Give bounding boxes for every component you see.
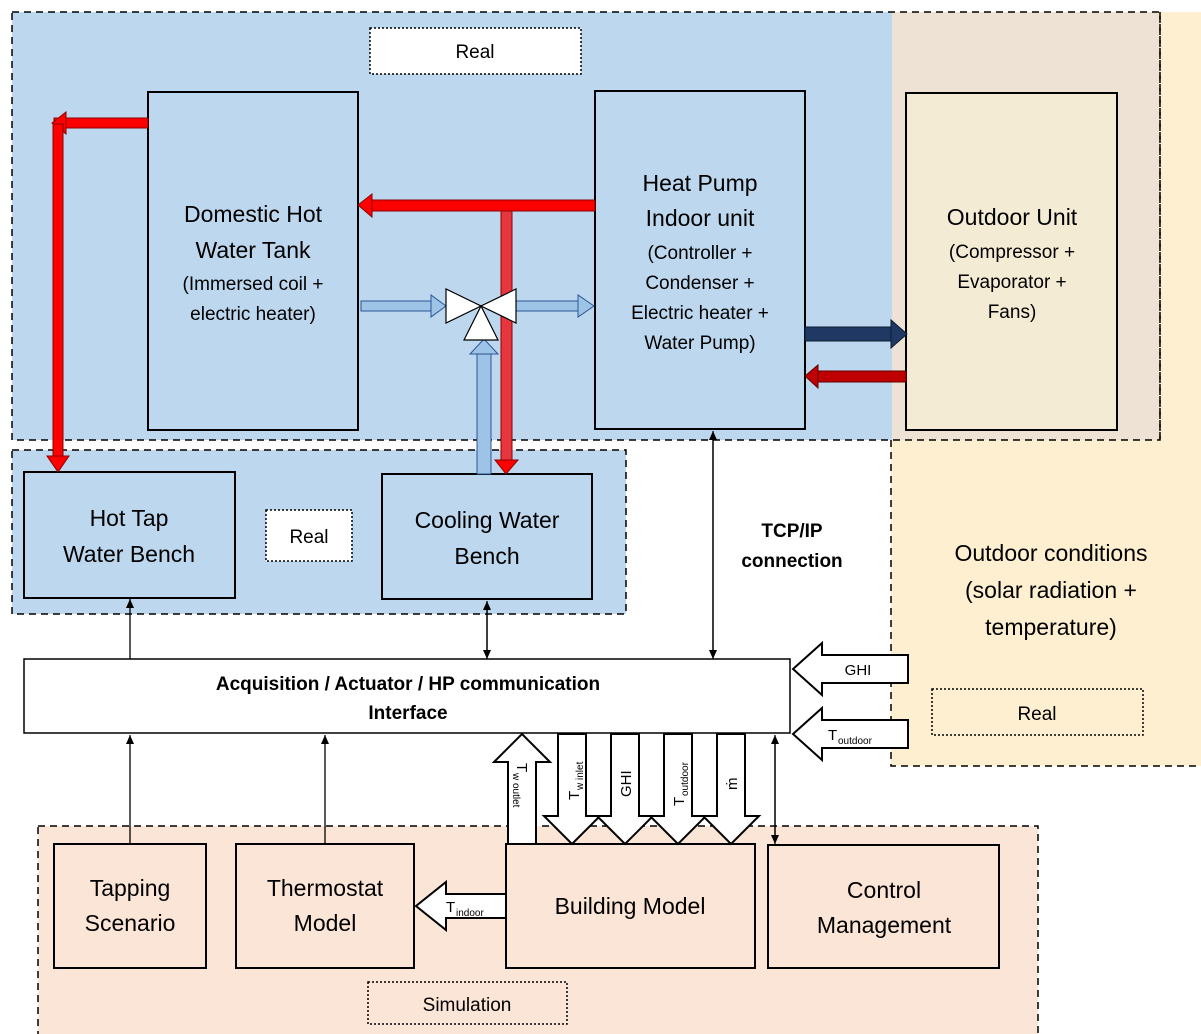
building-model-block: Building Model [505,843,756,969]
svg-text:connection: connection [741,551,842,572]
svg-text:ṁ: ṁ [724,778,741,791]
t-indoor-arrow: T indoor [414,879,507,933]
svg-text:Control: Control [847,877,921,903]
outdoor-conditions-label: Outdoor conditions (solar radiation + te… [954,540,1147,640]
svg-text:Thermostat: Thermostat [267,875,384,901]
ghi-output-arrow: GHI [594,733,656,846]
svg-text:(Immersed coil +: (Immersed coil + [183,274,324,295]
svg-text:(Compressor +: (Compressor + [949,242,1075,263]
svg-text:T: T [446,899,455,916]
svg-text:Scenario: Scenario [85,910,176,936]
dhw-tank-block: Domestic Hot Water Tank (Immersed coil +… [147,91,359,431]
svg-text:Simulation: Simulation [423,995,512,1016]
outdoor-unit-block: Outdoor Unit (Compressor + Evaporator + … [905,92,1118,431]
svg-text:Real: Real [289,527,328,548]
signal-lines [126,431,779,844]
svg-text:Water Pump): Water Pump) [644,333,755,354]
t-w-inlet-arrow: T w inlet [541,733,603,846]
tapping-scenario-block: Tapping Scenario [53,843,207,969]
svg-text:w inlet: w inlet [575,761,586,791]
real-outdoor-tag: Real [931,688,1144,736]
refrigerant-pipe [804,318,908,350]
svg-text:temperature): temperature) [985,614,1117,640]
svg-text:indoor: indoor [456,908,484,919]
real-top-tag: Real [369,27,582,75]
svg-text:Cooling Water: Cooling Water [415,507,560,533]
svg-text:Hot Tap: Hot Tap [90,505,169,531]
tcp-ip-label: TCP/IP connection [741,521,842,572]
hot-water-pipes [46,110,907,475]
svg-text:Acquisition / Actuator / HP co: Acquisition / Actuator / HP communicatio… [216,674,600,695]
hot-tap-water-bench-block: Hot Tap Water Bench [23,471,236,599]
svg-text:GHI: GHI [845,662,872,679]
svg-text:T: T [513,763,530,772]
svg-text:Model: Model [294,910,357,936]
m-dot-arrow: ṁ [700,733,762,846]
svg-text:Building Model: Building Model [555,893,706,919]
svg-text:Domestic Hot: Domestic Hot [184,201,323,227]
real-bench-tag: Real [265,509,353,562]
svg-text:Real: Real [1017,704,1056,725]
region-borders [11,11,1201,1034]
svg-text:Bench: Bench [454,543,519,569]
svg-text:Outdoor conditions: Outdoor conditions [954,540,1147,566]
svg-text:GHI: GHI [618,770,635,797]
svg-text:w outlet: w outlet [510,772,521,808]
svg-text:outdoor: outdoor [838,736,873,747]
svg-text:Condenser +: Condenser + [645,273,754,294]
three-way-valve [445,288,483,324]
svg-text:Electric heater +: Electric heater + [631,303,769,324]
svg-text:outdoor: outdoor [680,761,691,796]
t-outdoor-output-arrow: T outdoor [647,733,709,846]
ghi-input-arrow: GHI [791,640,909,698]
svg-text:Interface: Interface [368,703,447,724]
svg-text:electric heater): electric heater) [190,304,316,325]
svg-text:TCP/IP: TCP/IP [761,521,823,542]
svg-text:Tapping: Tapping [90,875,171,901]
cold-water-pipes [360,288,595,475]
svg-text:Fans): Fans) [988,302,1037,323]
interface-block: Acquisition / Actuator / HP communicatio… [23,658,791,734]
heat-pump-indoor-block: Heat Pump Indoor unit (Controller + Cond… [594,90,806,430]
svg-text:(solar radiation +: (solar radiation + [965,577,1137,603]
svg-text:Indoor unit: Indoor unit [646,205,755,231]
svg-text:Real: Real [455,42,494,63]
thermostat-model-block: Thermostat Model [235,843,415,969]
t-outdoor-input-arrow: T outdoor [791,705,909,763]
svg-text:T: T [671,797,688,806]
svg-text:Heat Pump: Heat Pump [642,170,757,196]
cooling-water-bench-block: Cooling Water Bench [381,473,593,600]
simulation-tag: Simulation [367,981,568,1025]
control-management-block: Control Management [767,844,1000,969]
svg-text:(Controller +: (Controller + [647,243,752,264]
svg-text:Water Tank: Water Tank [195,237,311,263]
svg-text:Outdoor Unit: Outdoor Unit [947,204,1078,230]
svg-text:Water Bench: Water Bench [63,541,195,567]
svg-text:Management: Management [817,912,952,938]
t-w-outlet-arrow: T w outlet [491,732,553,845]
svg-text:Evaporator +: Evaporator + [957,272,1066,293]
svg-text:T: T [566,791,583,800]
svg-text:T: T [828,727,837,744]
